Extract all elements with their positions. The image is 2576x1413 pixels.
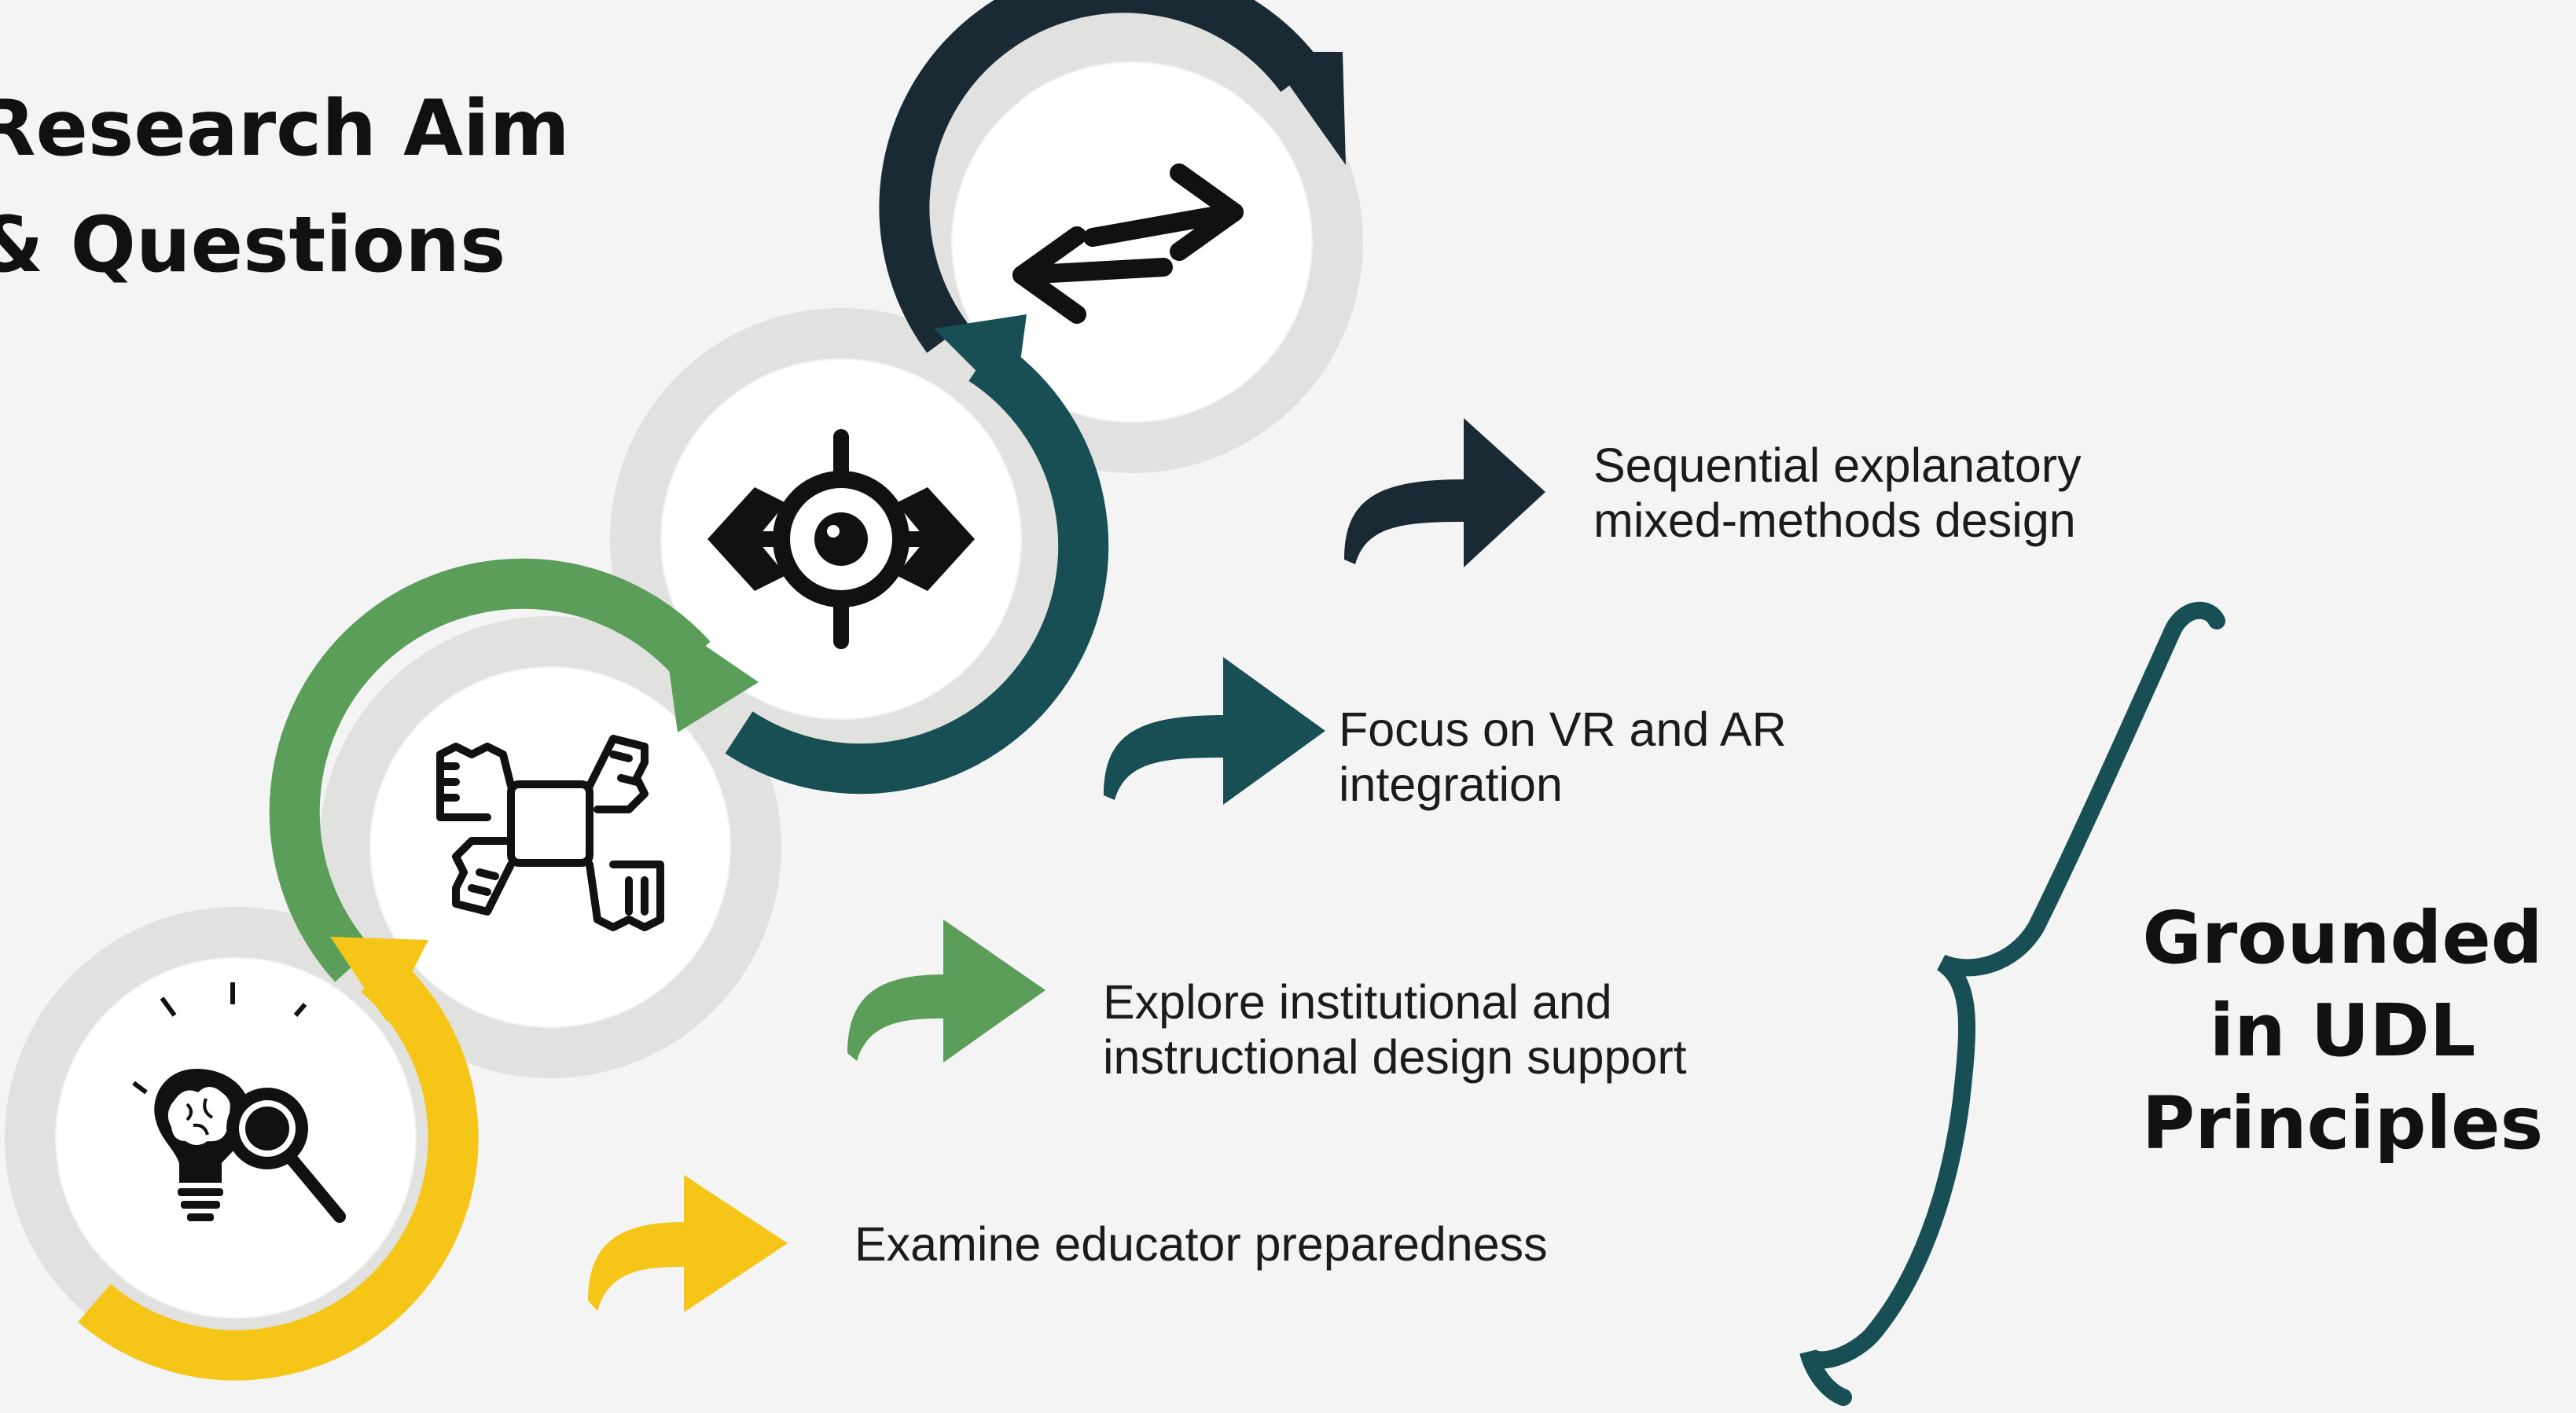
side-label: Grounded in UDL Principles xyxy=(2107,892,2576,1170)
step-arrow-green xyxy=(847,919,1045,1063)
arc-navy xyxy=(879,0,1321,353)
step-2-text: Explore institutional and instructional … xyxy=(1103,974,1687,1085)
eye-target-icon xyxy=(707,429,975,649)
side-label-line-3: Principles xyxy=(2141,1081,2544,1165)
arc-green xyxy=(269,558,711,982)
lightbulb-magnifier-icon xyxy=(132,982,346,1223)
arc-navy-head xyxy=(1266,52,1346,165)
arc-teal xyxy=(725,339,1109,795)
side-label-line-1: Grounded xyxy=(2142,896,2543,980)
joined-hands-icon xyxy=(436,735,664,931)
disc-4 xyxy=(953,63,1311,421)
arc-yellow xyxy=(78,953,479,1381)
curly-brace xyxy=(1799,601,2225,1406)
step-4-text: Sequential explanatory mixed-methods des… xyxy=(1593,438,2082,548)
arc-green-head xyxy=(662,616,759,732)
slide-title: Research Aim & Questions xyxy=(0,71,570,303)
step-4-line-2: mixed-methods design xyxy=(1593,494,2076,547)
double-arrow-icon xyxy=(1012,163,1244,324)
arc-teal-head xyxy=(934,314,1027,409)
arc-yellow-head xyxy=(330,937,428,1022)
title-line-1: Research Aim xyxy=(0,84,570,174)
ring-2-bg xyxy=(319,616,781,1078)
step-2-line-1: Explore institutional and xyxy=(1103,975,1612,1029)
step-4-line-1: Sequential explanatory xyxy=(1593,439,2082,492)
step-2-line-2: instructional design support xyxy=(1103,1030,1687,1084)
step-3-line-1: Focus on VR and AR xyxy=(1339,703,1787,756)
step-arrow-teal xyxy=(1104,657,1325,805)
step-arrow-yellow xyxy=(588,1175,788,1312)
step-arrow-navy xyxy=(1344,418,1545,567)
step-arrows xyxy=(588,418,1545,1312)
step-3-text: Focus on VR and AR integration xyxy=(1339,702,1787,812)
side-label-line-2: in UDL xyxy=(2209,989,2476,1073)
title-line-2: & Questions xyxy=(0,200,506,290)
disc-2 xyxy=(371,668,729,1026)
step-3-line-2: integration xyxy=(1339,758,1563,811)
step-1-line-1: Examine educator preparedness xyxy=(854,1217,1548,1271)
step-1-text: Examine educator preparedness xyxy=(854,1217,1548,1272)
